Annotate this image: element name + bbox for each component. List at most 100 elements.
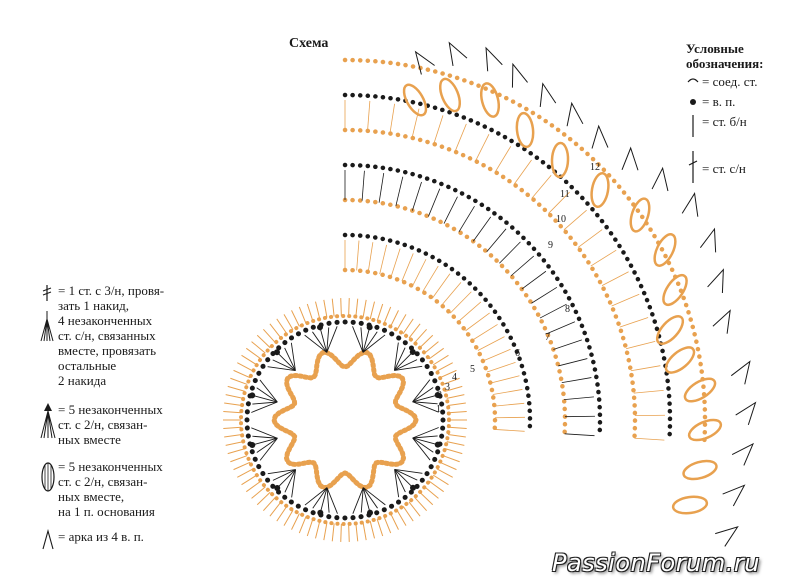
double-crochet-icon [688,151,698,183]
fan-stitch [252,435,278,439]
round-number: 12 [590,162,600,173]
outer-round [342,232,533,434]
stitch-mark [448,410,467,414]
fan-stitch [267,366,296,372]
radial-stitch [561,377,592,384]
legend-text-line: ст. с 2/н, связан- [58,417,148,432]
stitch-mark [237,362,254,372]
puff-stitch [629,197,651,233]
radial-stitch [564,433,595,437]
puff-stitch [664,346,696,374]
fan-stitch [352,326,364,353]
fan-stitch [412,387,434,403]
fan-stitch [362,487,386,506]
round-number: 2 [437,390,442,401]
radial-stitch [630,365,661,372]
chart-outer-border [402,77,723,515]
radial-stitch [619,317,649,328]
legend-symbols: Условные обозначения: = соед. ст. = в. п… [686,41,796,185]
stitch-mark [362,522,367,541]
stitch-mark [436,362,453,372]
radial-stitch [510,255,535,277]
puff-stitch [682,459,718,481]
stitch-mark [340,298,342,317]
radial-stitch [531,286,558,304]
round-number: 4 [452,372,457,383]
stitch-mark [408,323,421,339]
cluster-top [409,348,416,355]
puff-stitch [479,82,501,118]
stitch-mark [446,441,465,446]
stitch-mark [414,496,428,511]
stitch-mark [428,347,444,360]
stitch-mark [291,310,300,327]
fan-stitch [278,353,296,371]
stitch-mark [383,306,392,324]
fan-stitch [393,342,399,371]
fan-stitch [284,347,296,371]
fan-stitch [259,379,278,403]
radial-stitch [390,248,401,278]
legend-text-line: = 5 незаконченных [58,459,163,474]
arch-mark [448,41,468,66]
stitch-mark [355,298,359,317]
stitch-mark [315,301,321,320]
radial-stitch [449,291,472,314]
fan-stitch [394,468,423,474]
fan-stitch [254,437,278,445]
radial-stitch [378,172,385,203]
radial-stitch [367,242,374,272]
slip-stitch-icon [687,78,699,83]
round-number: 6 [515,348,520,359]
stitch-mark [444,385,463,392]
round-number: 1 [436,404,441,415]
stitch-mark [224,402,243,407]
legend-text-line: = 1 ст. с 3/н, провя- [58,283,165,298]
stitch-mark [355,523,359,542]
radial-stitch [477,336,505,351]
stitch-mark [436,468,453,478]
radial-stitch [513,159,532,185]
chain-arch-icon [42,529,54,550]
radial-stitch [494,429,525,432]
arch-mark [681,192,699,217]
fan-stitch [290,342,296,371]
stitch-mark [237,468,254,478]
stitch-mark [251,341,266,354]
fan-stitch [412,401,439,413]
radial-stitch [411,181,422,211]
radial-stitch [633,389,664,394]
stitch-mark [241,474,258,486]
radial-stitch [356,240,360,271]
fan-stitch [326,327,330,353]
radial-stitch [433,115,444,145]
inner-star-round [271,349,419,491]
stitch-mark [225,441,244,446]
radial-stitch [601,271,629,286]
stitch-mark [432,474,449,486]
radial-stitch [395,176,404,207]
fan-stitch [326,487,338,514]
orange-dot-ring [239,314,451,526]
fan-stitch [291,469,297,498]
round-number: 10 [556,214,566,225]
radial-stitch [539,303,567,319]
arch-mark [539,82,557,107]
stitch-mark [408,501,421,517]
legend-heading-line2: обозначения: [686,56,764,71]
stitch-mark [246,347,262,360]
fan-stitch [362,334,386,353]
arch-mark [414,50,435,75]
stitch-mark [369,301,375,320]
puff-stitch-icon [41,462,55,492]
puff-stitch [550,141,570,179]
legend-label: = в. п. [702,94,736,109]
triple-crochet-icon [40,285,54,342]
stitch-mark [251,486,266,499]
stitch-mark [230,455,248,463]
puff-stitch [683,377,717,403]
cluster-fan-icon [40,403,56,439]
stitch-mark [323,299,328,318]
cluster-top [274,485,281,492]
fan-stitch [412,437,434,453]
